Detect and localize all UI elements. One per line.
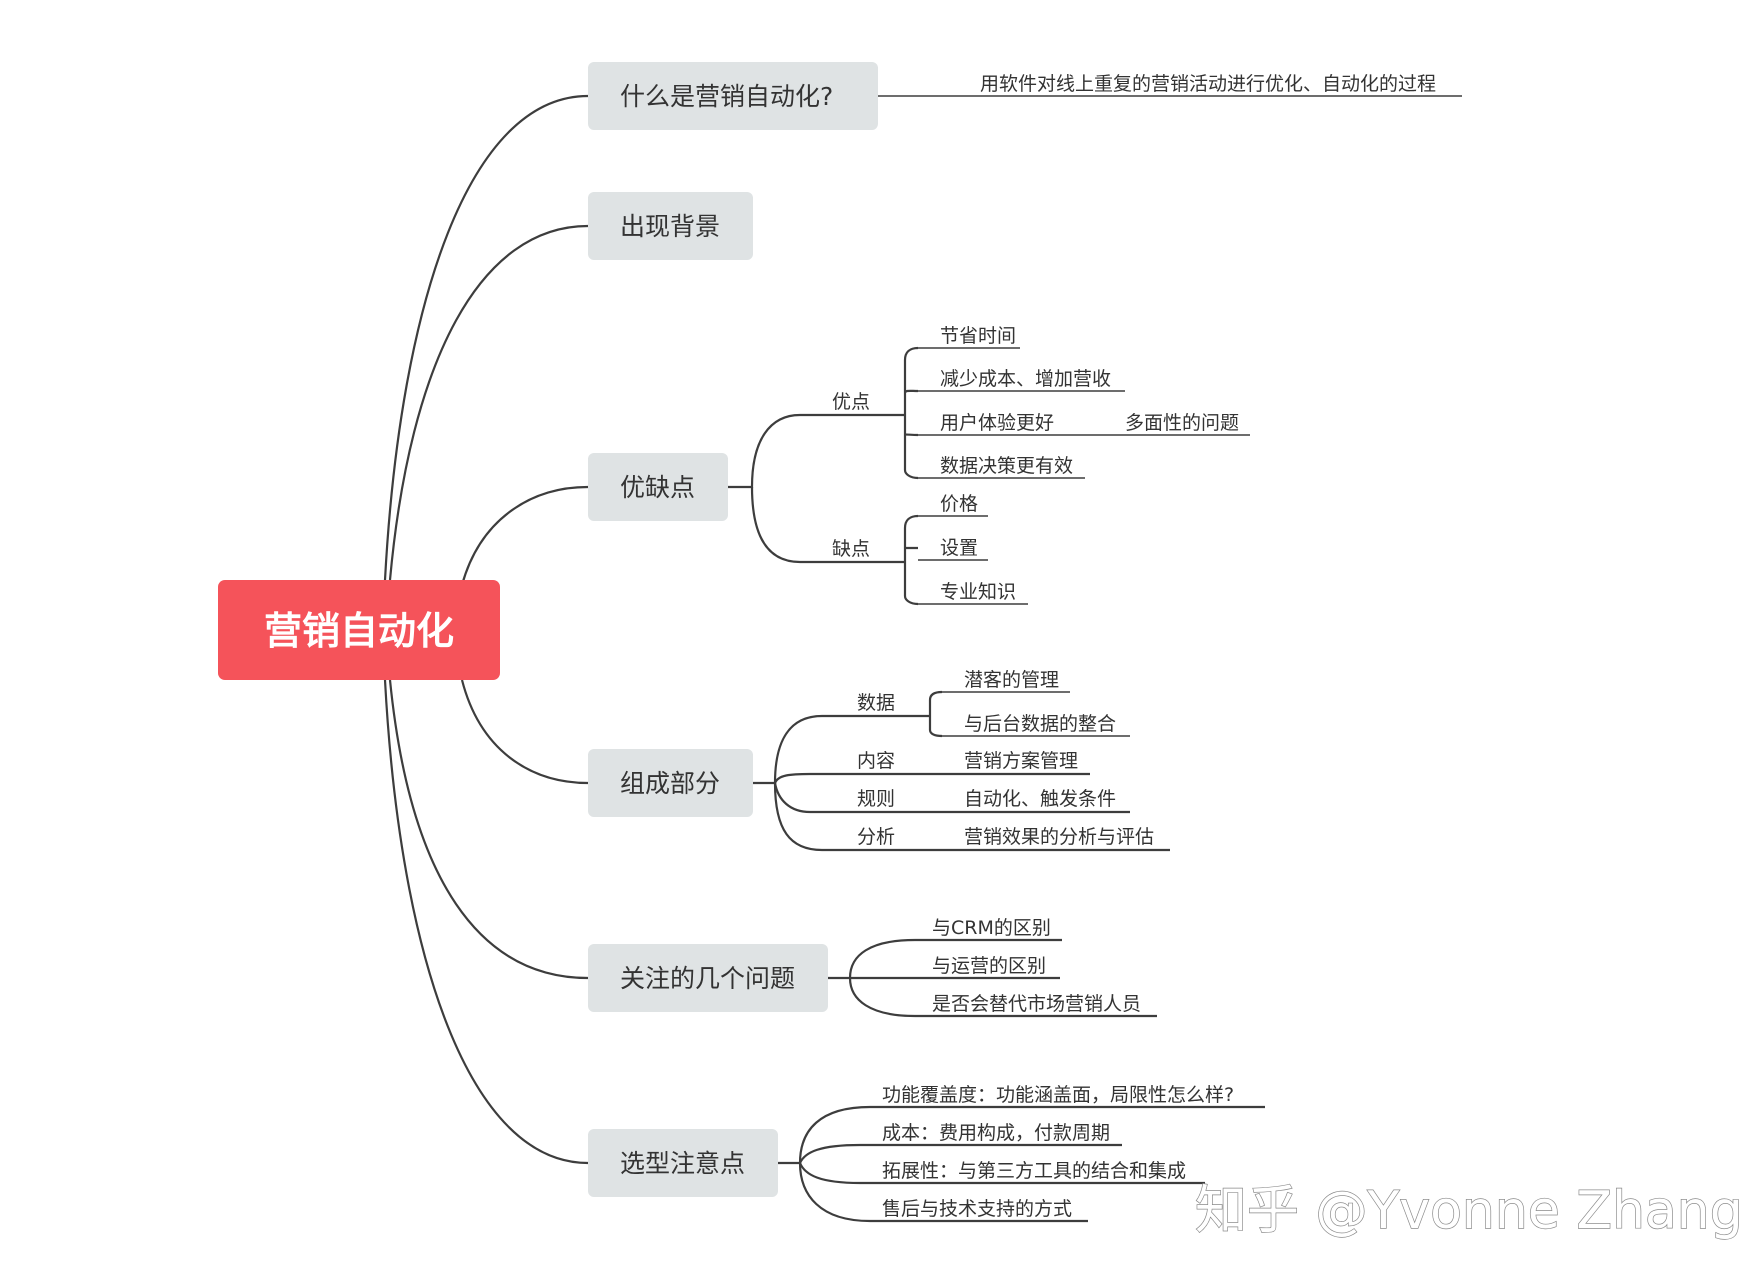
topic-issues-label: 关注的几个问题 bbox=[620, 964, 795, 993]
watermark: 知乎 @Yvonne Zhang bbox=[1195, 1181, 1740, 1241]
link-sel-4 bbox=[798, 1162, 1088, 1223]
topic-background-label: 出现背景 bbox=[620, 212, 720, 241]
root-node[interactable]: 营销自动化 bbox=[218, 580, 500, 680]
link-sel-3 bbox=[798, 1162, 1205, 1185]
comp-data-bracket bbox=[928, 690, 943, 738]
link-sel-2 bbox=[798, 1143, 1122, 1164]
link-sel-1 bbox=[778, 1105, 1265, 1165]
topic-selection-box bbox=[588, 1129, 778, 1197]
topic-background-box bbox=[588, 192, 753, 260]
issue-item-3[interactable]: 是否会替代市场营销人员 bbox=[932, 993, 1141, 1015]
comp-analysis-item[interactable]: 营销效果的分析与评估 bbox=[964, 826, 1154, 848]
topic-pros-cons-box bbox=[588, 453, 728, 521]
link-comp-rules bbox=[773, 782, 1130, 814]
link-issues bbox=[388, 679, 589, 980]
topic-components-box bbox=[588, 749, 753, 817]
link-selection bbox=[383, 679, 589, 1165]
link-pros bbox=[728, 413, 905, 489]
link-comp-content bbox=[773, 772, 1090, 784]
comp-rules-label[interactable]: 规则 bbox=[857, 788, 895, 810]
pros-label[interactable]: 优点 bbox=[832, 391, 870, 413]
link-comp-analysis bbox=[773, 782, 1170, 852]
topic-selection[interactable]: 选型注意点 bbox=[588, 1129, 778, 1197]
link-what bbox=[383, 94, 589, 581]
link-issue-1 bbox=[828, 938, 1062, 980]
cons-item-3[interactable]: 专业知识 bbox=[940, 581, 1016, 603]
topic-pros-cons[interactable]: 优缺点 bbox=[588, 453, 728, 521]
root-box bbox=[218, 580, 500, 680]
topic-background[interactable]: 出现背景 bbox=[588, 192, 753, 260]
topic-components[interactable]: 组成部分 bbox=[588, 749, 753, 817]
topic-components-label: 组成部分 bbox=[620, 769, 720, 798]
cons-item-1[interactable]: 价格 bbox=[940, 493, 978, 515]
link-components bbox=[460, 679, 589, 785]
pros-item-3[interactable]: 用户体验更好 bbox=[940, 412, 1054, 434]
link-background bbox=[388, 224, 589, 581]
cons-label[interactable]: 缺点 bbox=[832, 538, 870, 560]
issue-item-1[interactable]: 与CRM的区别 bbox=[932, 917, 1051, 939]
root-label: 营销自动化 bbox=[264, 609, 454, 653]
pros-bracket bbox=[903, 346, 919, 480]
link-pros-cons bbox=[460, 485, 589, 586]
pros-item-4[interactable]: 数据决策更有效 bbox=[940, 455, 1073, 477]
comp-data-label[interactable]: 数据 bbox=[857, 692, 895, 714]
pros-item-2[interactable]: 减少成本、增加营收 bbox=[940, 368, 1111, 390]
pros-ux-note[interactable]: 多面性的问题 bbox=[1125, 412, 1239, 434]
comp-analysis-label[interactable]: 分析 bbox=[857, 826, 895, 848]
topic-issues[interactable]: 关注的几个问题 bbox=[588, 944, 828, 1012]
sel-item-1[interactable]: 功能覆盖度：功能涵盖面，局限性怎么样? bbox=[882, 1084, 1234, 1106]
sel-item-2[interactable]: 成本：费用构成，付款周期 bbox=[882, 1122, 1110, 1144]
link-issue-3 bbox=[848, 977, 1157, 1018]
link-cons bbox=[750, 486, 905, 564]
comp-rules-item[interactable]: 自动化、触发条件 bbox=[964, 788, 1116, 810]
pros-item-1[interactable]: 节省时间 bbox=[940, 325, 1016, 347]
sel-item-3[interactable]: 拓展性：与第三方工具的结合和集成 bbox=[882, 1160, 1186, 1182]
what-leaf[interactable]: 用软件对线上重复的营销活动进行优化、自动化的过程 bbox=[980, 73, 1436, 95]
topic-what[interactable]: 什么是营销自动化? bbox=[588, 62, 878, 130]
root-connectors bbox=[383, 94, 589, 1165]
topic-pros-cons-label: 优缺点 bbox=[620, 473, 695, 502]
comp-content-item[interactable]: 营销方案管理 bbox=[964, 750, 1078, 772]
topic-what-label: 什么是营销自动化? bbox=[620, 82, 833, 111]
topic-what-box bbox=[588, 62, 878, 130]
comp-content-label[interactable]: 内容 bbox=[857, 750, 895, 772]
topic-issues-box bbox=[588, 944, 828, 1012]
cons-item-2[interactable]: 设置 bbox=[940, 537, 978, 559]
sel-item-4[interactable]: 售后与技术支持的方式 bbox=[882, 1198, 1072, 1220]
comp-data-item-1[interactable]: 潜客的管理 bbox=[964, 669, 1059, 691]
link-comp-data bbox=[753, 714, 930, 785]
comp-data-item-2[interactable]: 与后台数据的整合 bbox=[964, 713, 1116, 735]
topic-selection-label: 选型注意点 bbox=[620, 1149, 745, 1178]
issue-item-2[interactable]: 与运营的区别 bbox=[932, 955, 1046, 977]
cons-bracket bbox=[903, 514, 919, 606]
